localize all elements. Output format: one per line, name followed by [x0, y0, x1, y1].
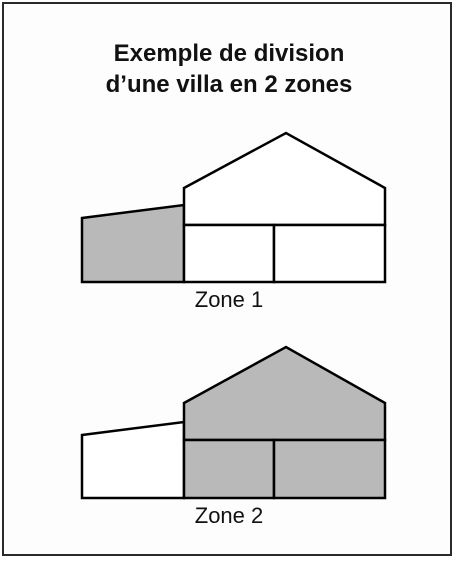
title-line-2: d’une villa en 2 zones [105, 71, 353, 98]
house-diagram-zone-1 [80, 131, 387, 284]
annexe-zone-2 [80, 420, 186, 500]
annexe-zone-1 [80, 203, 186, 284]
title-line-1: Exemple de division [113, 40, 345, 67]
zone-1-label: Zone 1 [194, 287, 264, 312]
main-house-room-right-zone-2 [272, 438, 387, 500]
main-house-roof-zone-1 [182, 131, 387, 227]
figure-title: Exemple de division d’une villa en 2 zon… [0, 38, 458, 100]
main-house-room-left-zone-1 [182, 223, 276, 284]
main-house-roof-zone-2 [182, 345, 387, 442]
main-house-room-left-zone-2 [182, 438, 276, 500]
house-diagram-zone-2 [80, 345, 387, 500]
main-house-room-right-zone-1 [272, 223, 387, 284]
zone-2-label: Zone 2 [194, 503, 264, 528]
